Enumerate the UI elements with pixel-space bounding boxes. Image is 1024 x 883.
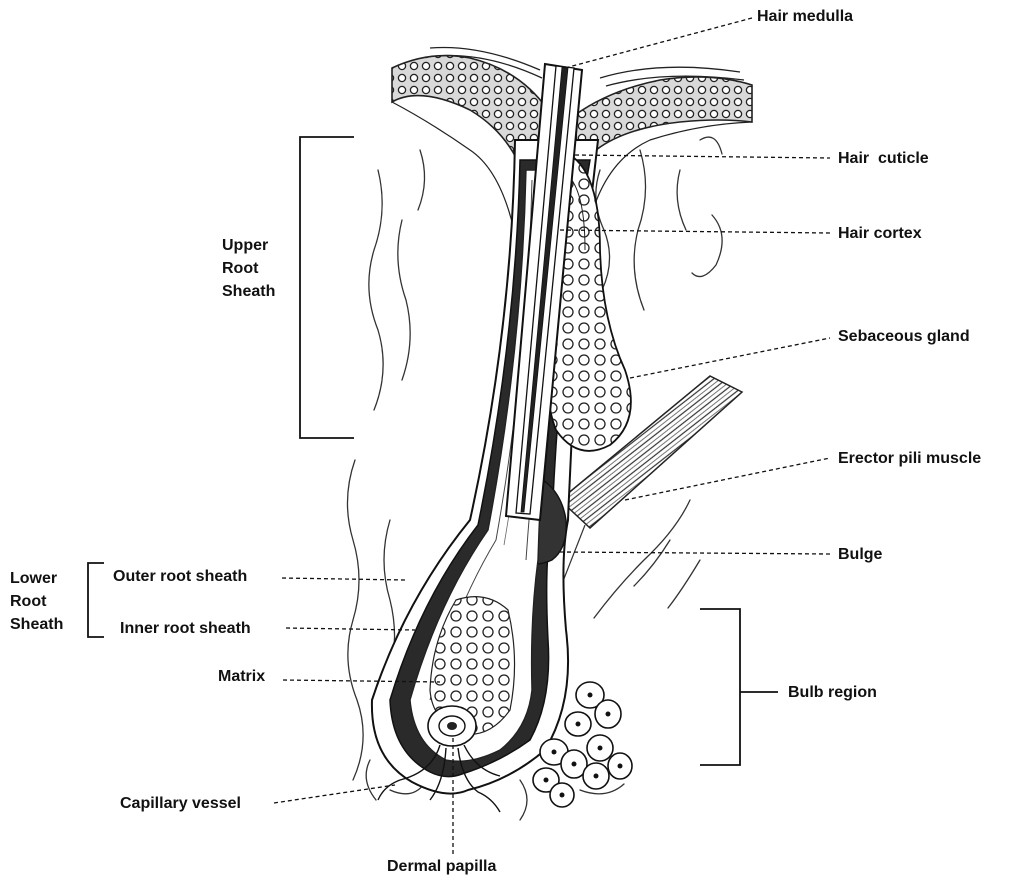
label-upper-root-sheath: Upper Root Sheath [222,234,292,303]
upper-root-sheath-bracket [299,136,354,439]
leader-capillary [273,784,396,804]
leader-sebaceous-gland [629,337,831,379]
leader-hair-cortex [559,229,831,234]
lower-root-sheath-bracket [87,562,104,638]
label-hair-cortex: Hair cortex [838,225,922,242]
label-bulb-region: Bulb region [788,684,877,701]
leader-outer [281,577,406,581]
label-bulge: Bulge [838,546,883,563]
label-line: Root [222,260,259,277]
label-line: Upper [222,237,269,254]
label-outer-root-sheath: Outer root sheath [113,568,248,585]
label-line: Root [10,593,47,610]
label-lower-root-sheath: Lower Root Sheath [10,567,80,636]
label-hair-cuticle: Hair cuticle [838,150,929,167]
bulb-region-bracket [700,608,778,766]
label-erector-pili-muscle: Erector pili muscle [838,450,982,467]
leader-matrix [282,679,441,683]
erector-pili-muscle [558,375,744,530]
leader-inner [285,627,416,631]
label-matrix: Matrix [218,668,266,685]
label-line: Lower [10,570,58,587]
label-inner-root-sheath: Inner root sheath [120,620,251,637]
capillary-vessel [377,744,501,813]
leader-lines [273,17,831,855]
leader-hair-medulla [564,17,753,69]
label-dermal-papilla: Dermal papilla [387,858,497,875]
fat-cell-nuclei [543,692,623,798]
label-line: Sheath [10,616,64,633]
label-sebaceous-gland: Sebaceous gland [838,328,970,345]
leader-hair-cuticle [574,154,831,159]
leader-bulge [559,551,831,555]
label-capillary-vessel: Capillary vessel [120,795,241,812]
label-hair-medulla: Hair medulla [757,8,854,25]
label-line: Sheath [222,283,276,300]
